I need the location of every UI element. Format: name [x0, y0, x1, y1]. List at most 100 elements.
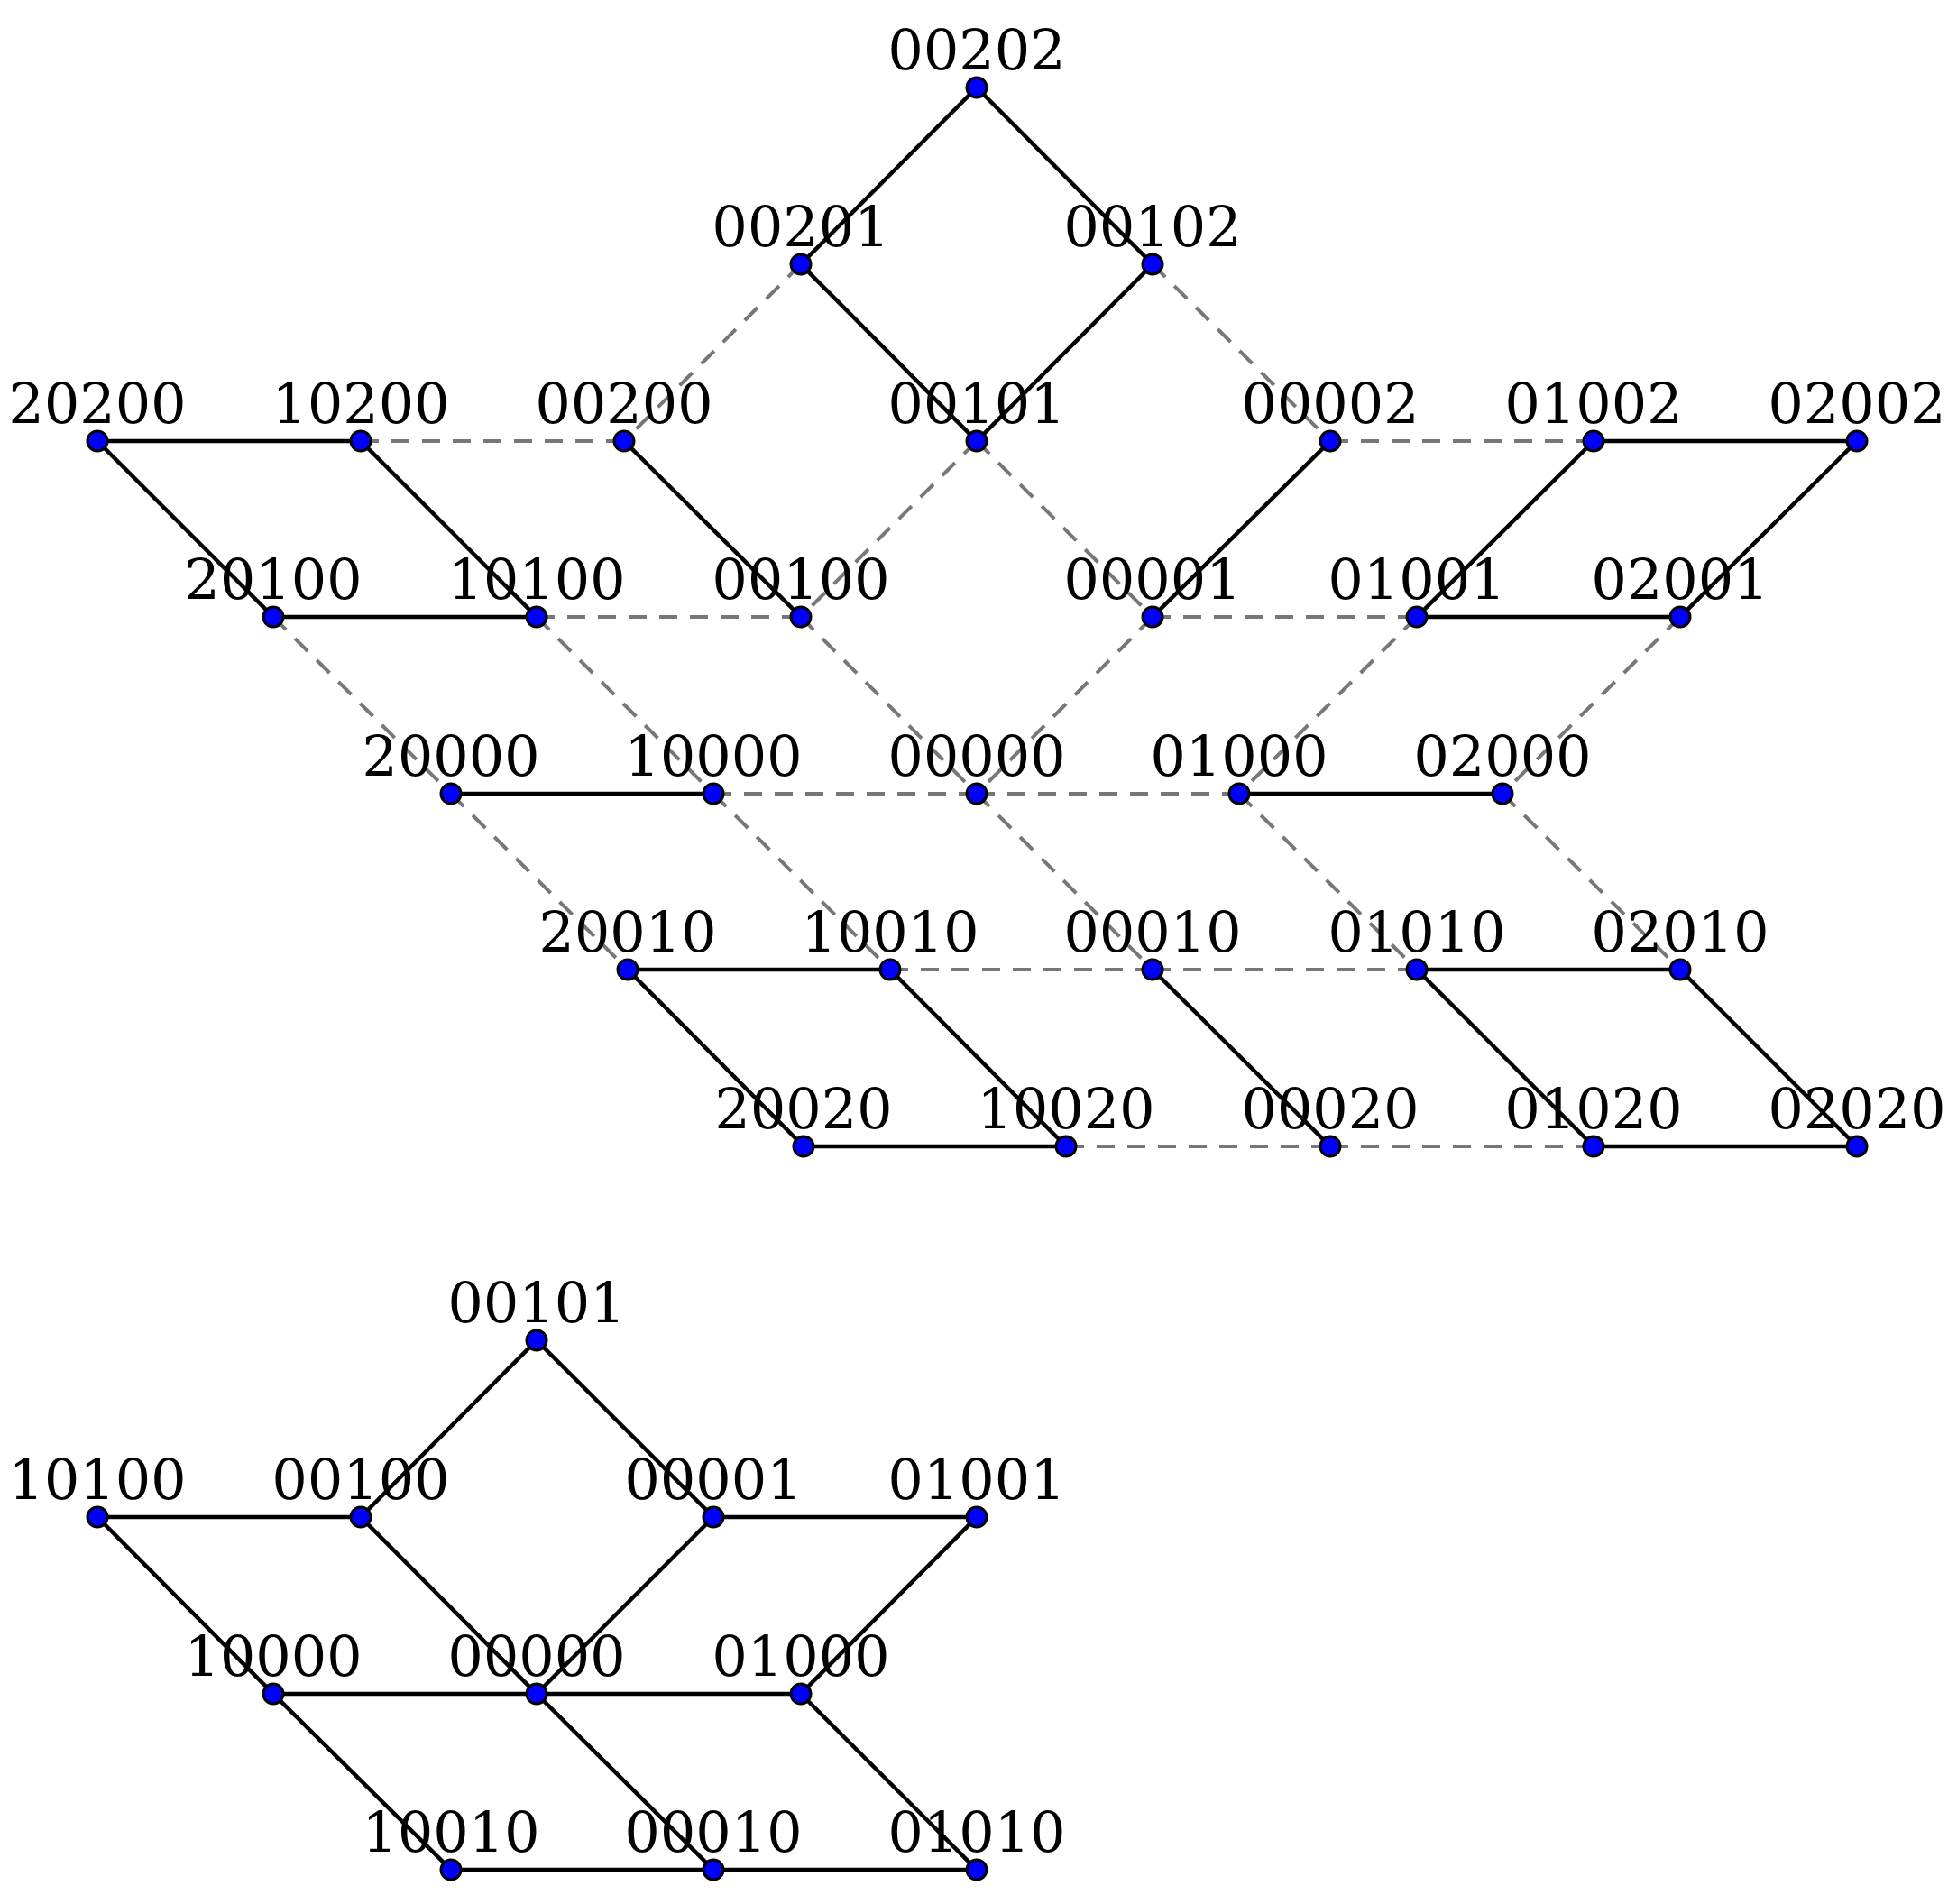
top-node-label-00101: 00101: [887, 371, 1065, 437]
top-node-label-02020: 02020: [1768, 1076, 1945, 1142]
top-node-20010: [616, 958, 639, 981]
bottom-node-10000: [262, 1682, 285, 1706]
bottom-node-00000: [525, 1682, 548, 1706]
bottom-node-00101: [525, 1329, 548, 1352]
top-node-02000: [1491, 782, 1514, 805]
bottom-node-01000: [789, 1682, 813, 1706]
bottom-node-00010: [702, 1858, 725, 1881]
top-edge-00101-00100-dashed: [799, 439, 979, 619]
top-edge-00201-00101-solid: [799, 262, 979, 443]
top-node-00000: [965, 782, 988, 805]
bottom-node-label-01000: 01000: [712, 1623, 889, 1689]
top-node-02020: [1845, 1135, 1869, 1158]
top-node-20100: [262, 605, 285, 629]
top-node-00002: [1319, 429, 1342, 453]
top-node-02002: [1845, 429, 1869, 453]
bottom-edge-00001-00000-solid: [535, 1515, 715, 1696]
bottom-node-label-00001: 00001: [624, 1447, 802, 1513]
bottom-node-10100: [86, 1505, 109, 1529]
top-node-label-02002: 02002: [1768, 371, 1945, 437]
top-edge-00200-00100-solid: [622, 439, 803, 619]
top-node-01010: [1405, 958, 1429, 981]
top-edge-00000-00010-dashed: [975, 792, 1154, 971]
top-edge-02000-02010-dashed: [1501, 792, 1682, 971]
top-edge-01000-01010-dashed: [1237, 792, 1419, 971]
top-node-00202: [965, 76, 988, 99]
bottom-edge-10000-10010-solid: [271, 1692, 453, 1872]
top-node-label-01010: 01010: [1328, 899, 1505, 965]
top-node-20200: [86, 429, 109, 453]
top-edge-00202-00201-solid: [799, 86, 979, 266]
top-edge-01002-01001-solid: [1415, 439, 1595, 619]
top-node-label-00202: 00202: [887, 17, 1065, 83]
bottom-node-label-10100: 10100: [8, 1447, 186, 1513]
top-edge-10200-10100-solid: [359, 439, 538, 619]
top-node-label-02010: 02010: [1591, 899, 1769, 965]
top-node-label-10010: 10010: [801, 899, 979, 965]
top-node-label-00002: 00002: [1241, 371, 1419, 437]
top-node-10010: [878, 958, 902, 981]
top-edge-10100-10000-dashed: [535, 615, 715, 796]
top-node-label-10100: 10100: [447, 547, 625, 612]
top-node-label-00100: 00100: [712, 547, 889, 612]
top-edge-00102-00002-dashed: [1151, 262, 1332, 443]
top-node-01001: [1405, 605, 1429, 629]
top-node-01020: [1582, 1135, 1605, 1158]
top-edge-10000-10010-dashed: [712, 792, 892, 971]
top-node-label-20000: 20000: [362, 723, 539, 789]
top-node-label-20020: 20020: [714, 1076, 892, 1142]
top-node-00010: [1141, 958, 1164, 981]
bottom-node-label-00000: 00000: [447, 1623, 625, 1689]
bottom-node-label-10000: 10000: [184, 1623, 362, 1689]
top-edge-00202-00102-solid: [975, 86, 1154, 266]
top-node-10020: [1054, 1135, 1078, 1158]
top-edge-20200-20100-solid: [96, 439, 275, 619]
top-node-label-01000: 01000: [1150, 723, 1328, 789]
top-node-00100: [789, 605, 813, 629]
bottom-node-01001: [965, 1505, 988, 1529]
bottom-edge-10100-10000-solid: [96, 1515, 275, 1696]
top-node-00020: [1319, 1135, 1342, 1158]
top-node-01000: [1227, 782, 1251, 805]
top-node-label-01001: 01001: [1328, 547, 1505, 612]
top-node-label-01002: 01002: [1504, 371, 1682, 437]
bottom-node-00001: [702, 1505, 725, 1529]
bottom-node-10010: [439, 1858, 463, 1881]
top-edge-00102-00101-solid: [975, 262, 1154, 443]
bottom-edge-00101-00100-solid: [359, 1338, 538, 1519]
bottom-node-label-01010: 01010: [887, 1799, 1065, 1865]
top-node-label-20010: 20010: [538, 899, 716, 965]
top-node-00001: [1141, 605, 1164, 629]
top-node-label-00201: 00201: [712, 194, 889, 260]
bottom-edge-00100-00000-solid: [359, 1515, 538, 1696]
top-node-00200: [612, 429, 636, 453]
top-edge-00201-00200-dashed: [622, 262, 803, 443]
top-edge-10010-10020-solid: [888, 968, 1068, 1148]
top-edge-02001-02000-dashed: [1501, 615, 1682, 796]
top-edge-02002-02001-solid: [1678, 439, 1859, 619]
top-node-label-00001: 00001: [1063, 547, 1241, 612]
top-edge-00002-00001-solid: [1151, 439, 1332, 619]
top-node-label-00200: 00200: [535, 371, 712, 437]
top-node-10000: [702, 782, 725, 805]
top-node-20000: [439, 782, 463, 805]
top-edge-00001-00000-dashed: [975, 615, 1154, 796]
top-node-01002: [1582, 429, 1605, 453]
bottom-edge-00101-00001-solid: [535, 1338, 715, 1519]
bottom-node-label-00010: 00010: [624, 1799, 802, 1865]
top-lattice-edges: [96, 86, 1859, 1149]
top-edge-01001-01000-dashed: [1237, 615, 1419, 796]
top-edge-00010-00020-solid: [1151, 968, 1332, 1148]
top-node-10200: [349, 429, 372, 453]
bottom-node-label-10010: 10010: [362, 1799, 539, 1865]
bottom-node-01010: [965, 1858, 988, 1881]
bottom-edge-00000-00010-solid: [535, 1692, 715, 1872]
top-node-label-20200: 20200: [8, 371, 186, 437]
top-node-label-20100: 20100: [184, 547, 362, 612]
top-node-label-00102: 00102: [1063, 194, 1241, 260]
bottom-node-label-00101: 00101: [447, 1270, 625, 1336]
